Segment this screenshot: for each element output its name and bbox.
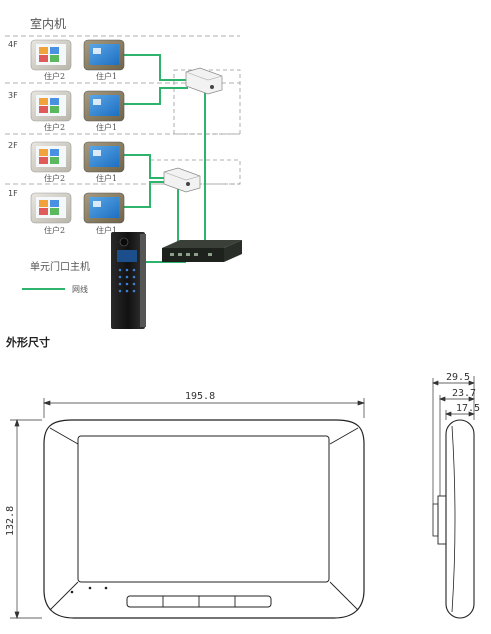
floor-switch-upper — [185, 67, 223, 95]
front-indicator-leds — [70, 586, 108, 594]
indoor-unit-4f-2 — [30, 39, 72, 71]
indoor-unit-4f-1 — [83, 39, 125, 71]
floor-switch-lower — [163, 167, 201, 193]
dimensions-title: 外形尺寸 — [5, 335, 50, 349]
floor-label-1f: 1F — [8, 189, 18, 198]
door-station-label: 单元门口主机 — [30, 260, 90, 273]
depth-dimension-lines — [432, 376, 475, 504]
unit-label-3f-1: 住户1 — [96, 122, 117, 132]
indoor-unit-3f-1 — [83, 90, 125, 122]
floor-label-4f: 4F — [8, 40, 18, 49]
unit-label-4f-1: 住户1 — [96, 71, 117, 81]
width-dimension-line — [42, 398, 366, 418]
width-value: 195.8 — [185, 391, 215, 402]
indoor-unit-title: 室内机 — [30, 16, 66, 31]
height-value: 132.8 — [5, 506, 16, 536]
floor-label-2f: 2F — [8, 141, 18, 150]
indoor-unit-2f-2 — [30, 141, 72, 173]
unit-label-1f-1: 住户1 — [96, 225, 117, 235]
indoor-units — [30, 39, 125, 224]
floor-label-3f: 3F — [8, 91, 18, 100]
unit-label-2f-1: 住户1 — [96, 173, 117, 183]
front-view — [43, 419, 365, 619]
unit-label-1f-2: 住户2 — [44, 225, 65, 235]
unit-label-4f-2: 住户2 — [44, 71, 65, 81]
unit-label-3f-2: 住户2 — [44, 122, 65, 132]
switch-boxes — [149, 69, 241, 185]
unit-labels: 住户2 住户1 住户2 住户1 住户2 住户1 住户2 住户1 — [44, 71, 117, 235]
indoor-unit-3f-2 — [30, 90, 72, 122]
height-dimension-line — [10, 418, 42, 620]
main-network-switch — [162, 240, 242, 262]
indoor-unit-2f-1 — [83, 141, 125, 173]
depth-total-value: 29.5 — [446, 372, 470, 383]
side-view — [432, 419, 475, 619]
legend-cable-label: 网线 — [72, 284, 88, 294]
indoor-unit-1f-1 — [83, 192, 125, 224]
indoor-unit-1f-2 — [30, 192, 72, 224]
depth-inner-value: 17.5 — [456, 403, 480, 414]
door-station — [111, 232, 146, 329]
depth-mid-value: 23.7 — [452, 388, 476, 399]
unit-label-2f-2: 住户2 — [44, 173, 65, 183]
